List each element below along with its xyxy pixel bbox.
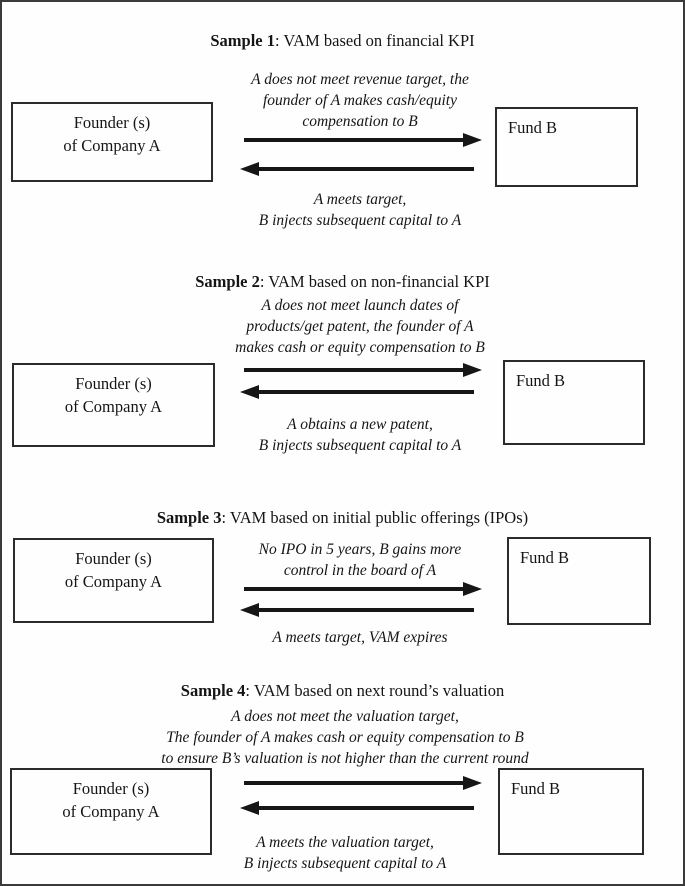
arrow-shaft	[255, 806, 474, 810]
forward-arrow-icon	[244, 363, 482, 377]
section-title-text: : VAM based on initial public offerings …	[221, 508, 529, 527]
fund-box-label: Fund B	[511, 779, 561, 798]
arrow-shaft	[244, 368, 467, 372]
founder-box-line: Founder (s)	[72, 779, 150, 798]
forward-condition-label: A does not meet launch dates of products…	[219, 295, 501, 358]
founder-box-line: of Company A	[62, 802, 160, 821]
return-condition-label: A meets target, VAM expires	[219, 627, 501, 648]
forward-condition-label: No IPO in 5 years, B gains more control …	[219, 539, 501, 581]
forward-arrow-icon	[244, 776, 482, 790]
label-line: B injects subsequent capital to A	[258, 212, 462, 229]
arrow-shaft	[255, 390, 474, 394]
founder-box-line: Founder (s)	[75, 374, 152, 393]
arrow-shaft	[255, 608, 474, 612]
label-line: makes cash or equity compensation to B	[235, 339, 485, 356]
founder-box: Founder (s) of Company A	[13, 538, 214, 623]
fund-box: Fund B	[495, 107, 638, 187]
label-line: A obtains a new patent,	[287, 416, 433, 433]
section-title-number: Sample 2	[195, 272, 260, 291]
section-title-text: : VAM based on next round’s valuation	[245, 681, 505, 700]
section-title-text: : VAM based on non-financial KPI	[259, 272, 490, 291]
section-title-number: Sample 3	[156, 508, 222, 527]
founder-box-line: of Company A	[64, 397, 163, 416]
arrow-head	[463, 133, 482, 147]
return-arrow-icon	[240, 385, 476, 399]
fund-box: Fund B	[503, 360, 645, 445]
label-line: founder of A makes cash/equity	[262, 92, 457, 109]
return-arrow-icon	[240, 801, 476, 815]
arrow-head	[240, 801, 259, 815]
label-line: B injects subsequent capital to A	[258, 437, 462, 454]
return-arrow-icon	[240, 603, 476, 617]
arrow-shaft	[255, 167, 474, 171]
label-line: A does not meet the valuation target,	[231, 708, 459, 725]
label-line: A meets target,	[313, 191, 407, 208]
arrow-head	[463, 582, 482, 596]
fund-box-label: Fund B	[516, 371, 566, 390]
forward-arrow-icon	[244, 133, 482, 147]
label-line: No IPO in 5 years, B gains more	[258, 541, 462, 558]
fund-box-label: Fund B	[520, 548, 570, 567]
arrow-shaft	[244, 781, 467, 785]
founder-box-line: of Company A	[63, 136, 161, 155]
arrow-shaft	[244, 587, 467, 591]
label-line: A meets the valuation target,	[256, 834, 434, 851]
label-line: to ensure B’s valuation is not higher th…	[161, 750, 529, 767]
section-title: Sample 3: VAM based on initial public of…	[2, 508, 683, 528]
founder-box-line: Founder (s)	[75, 549, 152, 568]
section-title-number: Sample 4	[180, 681, 246, 700]
return-arrow-icon	[240, 162, 476, 176]
founder-box-line: Founder (s)	[73, 113, 151, 132]
arrow-shaft	[244, 138, 467, 142]
label-line: A does not meet revenue target, the	[251, 71, 469, 88]
label-line: compensation to B	[302, 113, 418, 130]
section-title: Sample 1: VAM based on financial KPI	[2, 31, 683, 51]
founder-box: Founder (s) of Company A	[11, 102, 213, 182]
return-condition-label: A meets the valuation target, B injects …	[105, 832, 585, 874]
label-line: B injects subsequent capital to A	[243, 855, 447, 872]
return-condition-label: A meets target, B injects subsequent cap…	[219, 189, 501, 231]
section-title-text: : VAM based on financial KPI	[274, 31, 475, 50]
label-line: The founder of A makes cash or equity co…	[166, 729, 524, 746]
arrow-head	[240, 603, 259, 617]
label-line: A does not meet launch dates of	[261, 297, 459, 314]
label-line: A meets target, VAM expires	[272, 629, 448, 646]
fund-box: Fund B	[498, 768, 644, 855]
return-condition-label: A obtains a new patent, B injects subseq…	[219, 414, 501, 456]
label-line: products/get patent, the founder of A	[246, 318, 474, 335]
founder-box: Founder (s) of Company A	[10, 768, 212, 855]
founder-box-line: of Company A	[64, 572, 163, 591]
arrow-head	[240, 162, 259, 176]
section-title-number: Sample 1	[210, 31, 275, 50]
section-title: Sample 2: VAM based on non-financial KPI	[2, 272, 683, 292]
forward-arrow-icon	[244, 582, 482, 596]
arrow-head	[463, 363, 482, 377]
forward-condition-label: A does not meet the valuation target, Th…	[105, 706, 585, 769]
arrow-head	[240, 385, 259, 399]
arrow-head	[463, 776, 482, 790]
founder-box: Founder (s) of Company A	[12, 363, 215, 447]
fund-box-label: Fund B	[508, 118, 558, 137]
section-title: Sample 4: VAM based on next round’s valu…	[2, 681, 683, 701]
label-line: control in the board of A	[283, 562, 437, 579]
forward-condition-label: A does not meet revenue target, the foun…	[219, 69, 501, 132]
fund-box: Fund B	[507, 537, 651, 625]
